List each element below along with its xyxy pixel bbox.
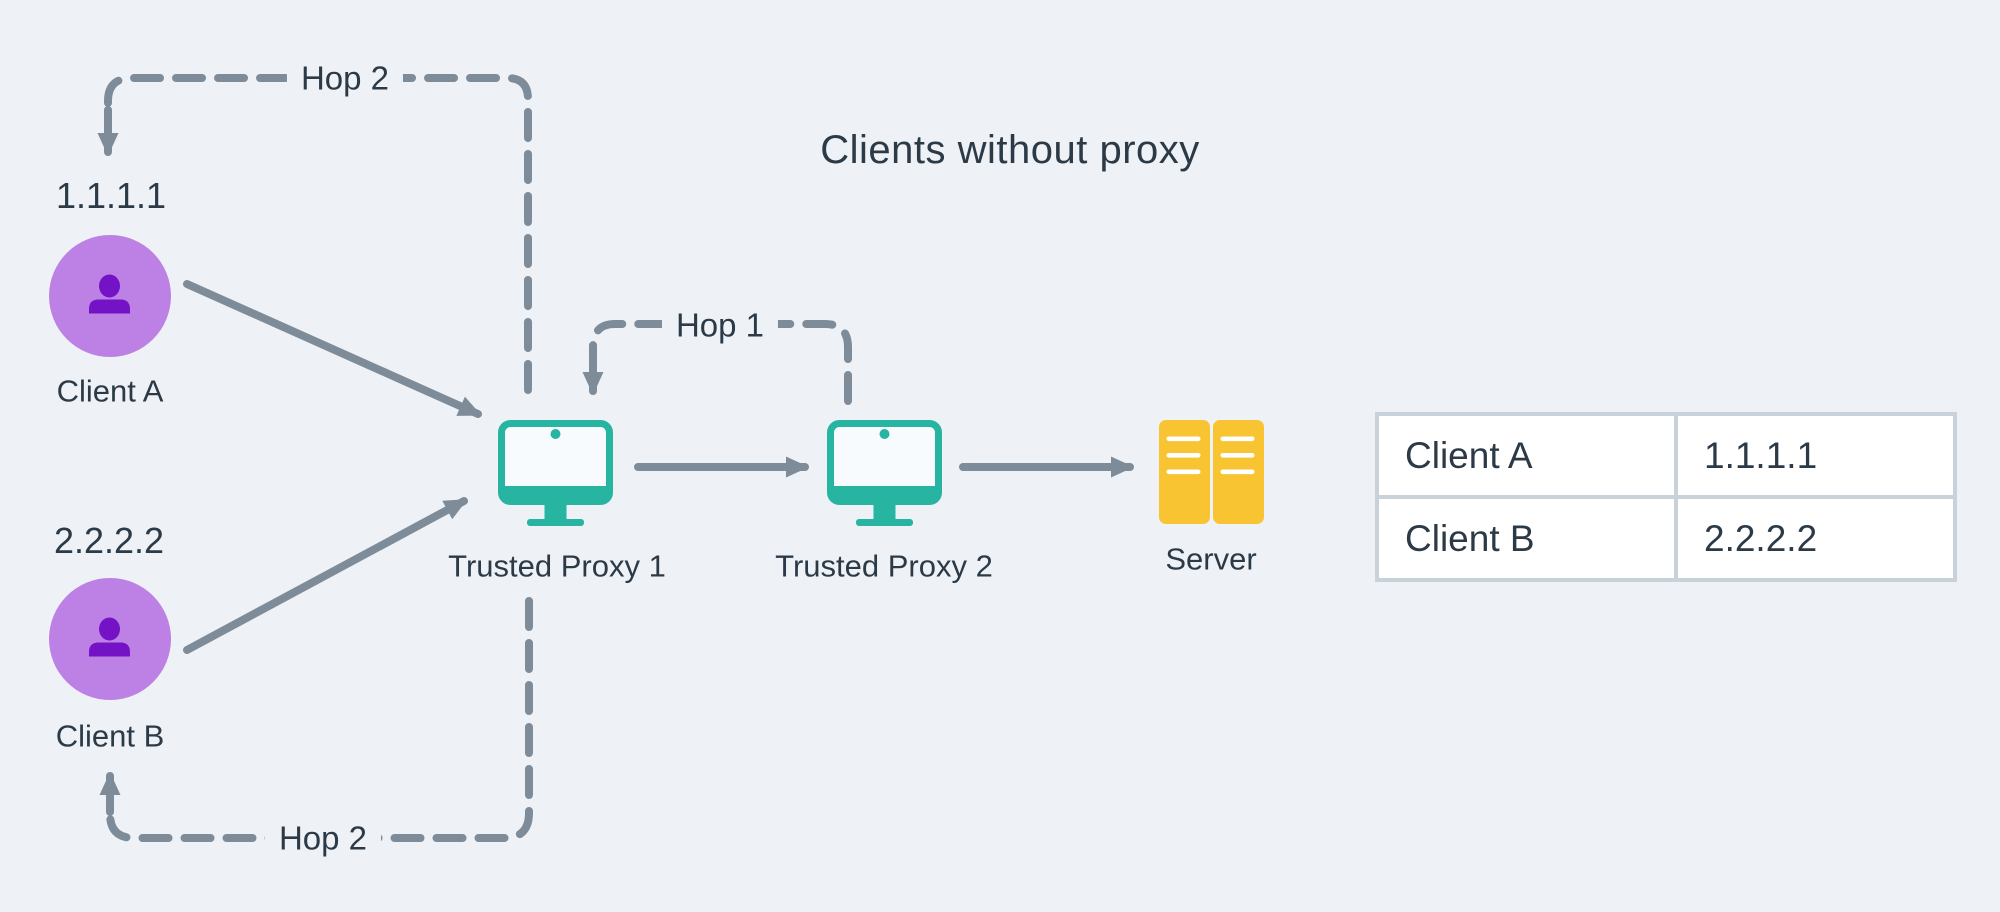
table-cell-client-b-ip: 2.2.2.2 [1674, 495, 1957, 582]
monitor-icon [498, 420, 613, 526]
arrow-client-b-to-proxy1 [183, 497, 468, 654]
ip-table: Client A 1.1.1.1 Client B 2.2.2.2 [1375, 412, 1957, 582]
hop1-label: Hop 1 [661, 302, 779, 348]
user-icon [49, 235, 171, 357]
hop2-bottom-label: Hop 2 [264, 815, 382, 861]
monitor-icon [827, 420, 942, 526]
table-cell-client-b: Client B [1375, 495, 1678, 582]
arrow-client-a-to-proxy1 [183, 280, 482, 418]
diagram-title: Clients without proxy [820, 128, 1200, 172]
server-rack-icon [1159, 420, 1264, 524]
client-b-label: Client B [55, 718, 165, 754]
table-row: Client A 1.1.1.1 [1375, 412, 1957, 499]
table-cell-client-a-ip: 1.1.1.1 [1674, 412, 1957, 499]
user-icon [49, 578, 171, 700]
server-label: Server [1165, 541, 1257, 577]
client-a-label: Client A [56, 373, 164, 409]
client-a-ip-label: 1.1.1.1 [55, 175, 167, 216]
hop2-top-label: Hop 2 [286, 55, 404, 101]
table-row: Client B 2.2.2.2 [1375, 495, 1957, 582]
table-cell-client-a: Client A [1375, 412, 1678, 499]
proxy1-label: Trusted Proxy 1 [448, 548, 666, 584]
proxy2-label: Trusted Proxy 2 [775, 548, 993, 584]
ip-table-container: Client A 1.1.1.1 Client B 2.2.2.2 [1375, 412, 1957, 582]
client-b-ip-label: 2.2.2.2 [53, 520, 165, 561]
hop2-path-proxy1-to-client-b [106, 597, 533, 842]
